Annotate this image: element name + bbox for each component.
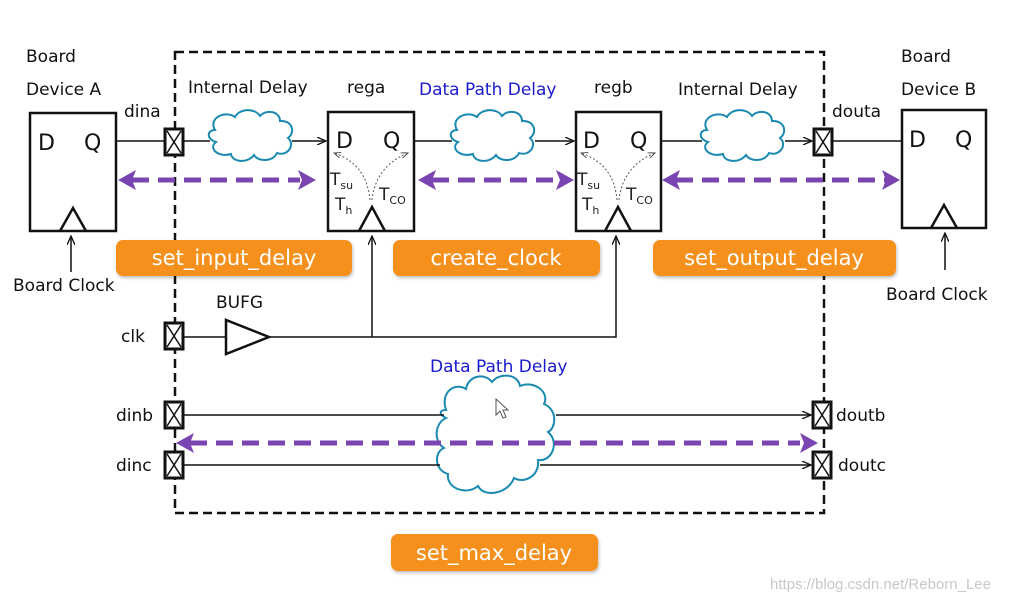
device-a-title: Device A xyxy=(26,80,102,100)
create-clock-badge: create_clock xyxy=(393,240,600,276)
port-dinb-label: dinb xyxy=(116,406,153,426)
create-clock-text: create_clock xyxy=(430,246,562,271)
device-a-board-label: Board xyxy=(26,47,76,67)
device-b-board-label: Board xyxy=(901,47,951,67)
arrow-max-delay xyxy=(176,433,818,453)
regb-clock-edge-icon xyxy=(603,204,633,232)
fpga-boundary xyxy=(173,50,826,515)
device-b-d-label: D xyxy=(909,128,926,153)
regb-th: Th xyxy=(581,195,599,217)
port-dina-label: dina xyxy=(124,102,161,122)
arrow-output-delay xyxy=(662,170,900,190)
cloud-internal-in-icon xyxy=(207,109,294,162)
set-output-delay-badge: set_output_delay xyxy=(653,240,896,276)
rega-title: rega xyxy=(347,78,385,98)
rega-d-label: D xyxy=(336,129,353,154)
rega-clock-edge-icon xyxy=(357,204,387,232)
internal-delay-in-label: Internal Delay xyxy=(188,78,308,98)
mouse-cursor-icon xyxy=(495,397,510,419)
rega-q-label: Q xyxy=(383,129,400,154)
clock-edge-icon xyxy=(58,205,88,232)
clock-net-regb xyxy=(269,236,616,338)
device-b-clock-edge-icon xyxy=(929,202,959,229)
data-path-delay-bottom-label: Data Path Delay xyxy=(430,357,568,377)
rega-th: Th xyxy=(334,195,352,217)
port-doutb-label: doutb xyxy=(836,406,885,426)
internal-delay-out-label: Internal Delay xyxy=(678,80,798,100)
set-output-delay-text: set_output_delay xyxy=(684,246,864,271)
set-input-delay-badge: set_input_delay xyxy=(116,240,352,276)
port-doutc-label: doutc xyxy=(838,456,886,476)
port-dinc-label: dinc xyxy=(116,456,152,476)
regb-tco: TCO xyxy=(625,185,653,207)
device-b-q-label: Q xyxy=(955,128,972,153)
device-a-flipflop: D Q xyxy=(28,111,118,233)
cloud-data-path-top-icon xyxy=(449,109,536,162)
set-max-delay-badge: set_max_delay xyxy=(391,534,598,571)
cloud-data-path-bottom-icon xyxy=(435,374,556,494)
io-pad-dinb-icon xyxy=(163,400,185,430)
port-clk-label: clk xyxy=(121,327,145,347)
io-pad-doutc-icon xyxy=(811,450,833,480)
regb-tsu: Tsu xyxy=(576,170,600,192)
rega-tco: TCO xyxy=(378,185,406,207)
io-pad-dina-icon xyxy=(163,127,185,157)
regb-title: regb xyxy=(594,78,633,98)
regb-d-label: D xyxy=(583,129,600,154)
io-pad-douta-icon xyxy=(812,127,834,157)
bufg-label: BUFG xyxy=(216,293,263,313)
board-clock-a-label: Board Clock xyxy=(13,276,115,296)
io-pad-doutb-icon xyxy=(811,400,833,430)
rega-tsu: Tsu xyxy=(329,170,353,192)
device-b-flipflop: D Q xyxy=(900,108,988,230)
watermark: https://blog.csdn.net/Reborn_Lee xyxy=(770,576,991,593)
arrow-clock-period xyxy=(418,170,574,190)
data-path-delay-top-label: Data Path Delay xyxy=(419,80,557,100)
bufg-buffer-icon xyxy=(224,318,273,356)
io-pad-dinc-icon xyxy=(163,450,185,480)
port-douta-label: douta xyxy=(832,102,881,122)
arrow-input-delay xyxy=(118,170,316,190)
regb-flipflop: D Q Tsu Th TCO xyxy=(574,110,663,233)
board-clock-b-label: Board Clock xyxy=(886,285,988,305)
device-b-title: Device B xyxy=(901,80,976,100)
io-pad-clk-icon xyxy=(163,321,185,351)
regb-q-label: Q xyxy=(630,129,647,154)
device-a-q-label: Q xyxy=(84,131,101,156)
rega-flipflop: D Q Tsu Th TCO xyxy=(326,110,416,233)
set-max-delay-text: set_max_delay xyxy=(416,541,572,566)
device-a-d-label: D xyxy=(38,131,55,156)
cloud-internal-out-icon xyxy=(699,109,786,162)
set-input-delay-text: set_input_delay xyxy=(152,246,317,271)
